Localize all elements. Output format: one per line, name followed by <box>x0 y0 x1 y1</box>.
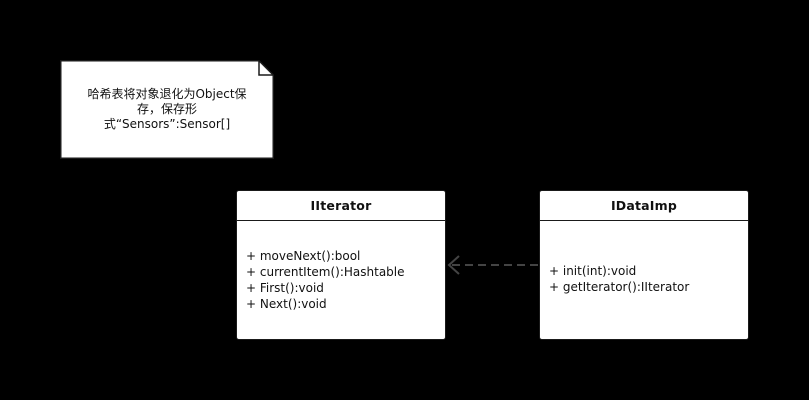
class-name: IIterator <box>237 191 445 221</box>
operation: + init(int):void <box>549 264 637 278</box>
operations-list: + moveNext():bool + currentItem():Hashta… <box>246 248 405 312</box>
operation: + First():void <box>246 281 324 295</box>
operation: + currentItem():Hashtable <box>246 265 405 279</box>
operation: + moveNext():bool <box>246 249 361 263</box>
note-line: 哈希表将对象退化为Object保 <box>87 87 247 101</box>
class-iiterator[interactable]: IIterator + moveNext():bool + currentIte… <box>236 190 446 340</box>
class-name: IDataImp <box>540 191 748 221</box>
note-line: 存，保存形 <box>136 102 197 116</box>
note-text: 哈希表将对象退化为Object保 存，保存形 式“Sensors”:Sensor… <box>70 87 264 132</box>
class-idataimp[interactable]: IDataImp + init(int):void + getIterator(… <box>539 190 749 340</box>
dependency-arrowhead <box>447 255 460 275</box>
note-shape <box>60 60 274 159</box>
note-line: 式“Sensors”:Sensor[] <box>103 117 231 131</box>
operation: + Next():void <box>246 297 327 311</box>
note[interactable]: 哈希表将对象退化为Object保 存，保存形 式“Sensors”:Sensor… <box>60 60 274 159</box>
operation: + getIterator():IIterator <box>549 280 690 294</box>
operations-list: + init(int):void + getIterator():IIterat… <box>549 263 689 295</box>
